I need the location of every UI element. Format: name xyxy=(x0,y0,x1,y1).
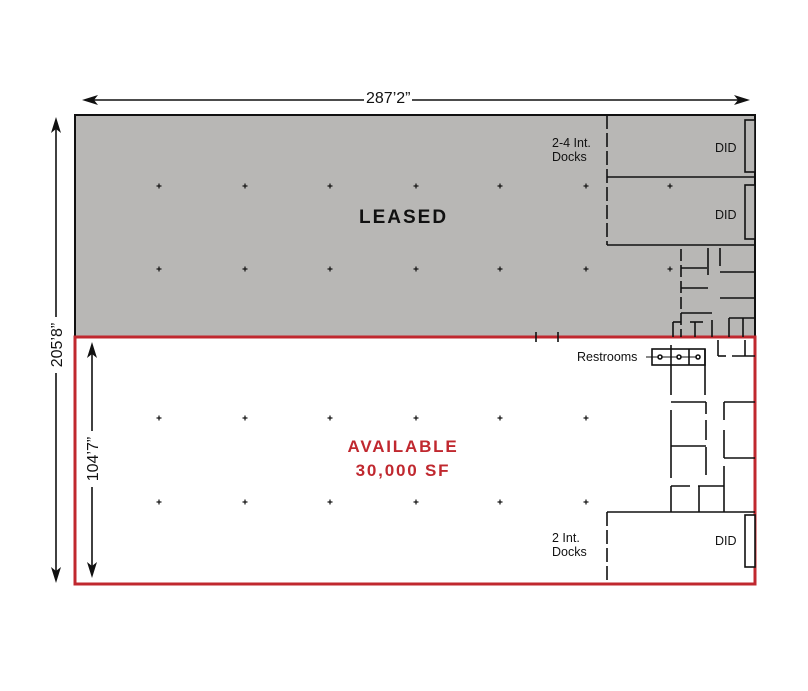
did-label-bottom: DID xyxy=(715,534,737,548)
bottom-docks-label: 2 Int. Docks xyxy=(552,531,587,559)
bottom-dock-room xyxy=(606,511,756,584)
overall-width-label: 287’2” xyxy=(364,90,413,108)
top-docks-label: 2-4 Int. Docks xyxy=(552,136,591,164)
leased-area xyxy=(75,115,755,337)
available-title: AVAILABLE xyxy=(347,437,459,456)
column-grid xyxy=(156,183,673,505)
leased-label: LEASED xyxy=(359,207,449,228)
width-dimension-arrow xyxy=(82,95,750,105)
did-label-top-1: DID xyxy=(715,141,737,155)
restrooms-label: Restrooms xyxy=(577,350,638,364)
office-walls-available xyxy=(646,340,755,512)
available-area: 30,000 SF xyxy=(355,461,451,480)
available-depth-label: 104’7” xyxy=(85,431,103,487)
available-area xyxy=(73,335,757,586)
available-label: AVAILABLE 30,000 SF xyxy=(330,435,476,483)
top-dock-rooms xyxy=(606,115,756,246)
overall-depth-label: 205’8” xyxy=(49,317,67,373)
did-label-top-2: DID xyxy=(715,208,737,222)
office-walls-leased xyxy=(535,248,755,342)
